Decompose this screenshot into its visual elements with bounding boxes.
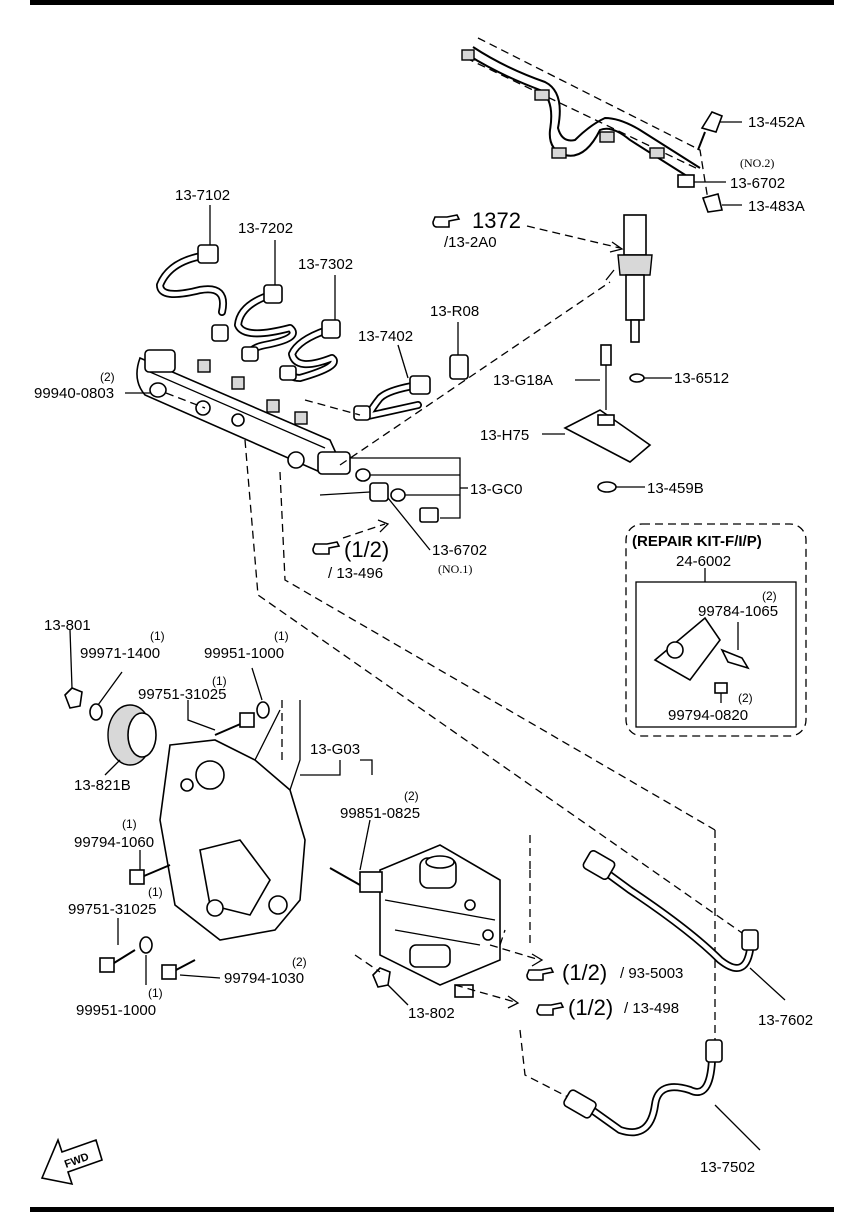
qty-99951-1000-a: (1) [274,629,289,643]
ref-13-498: / 13-498 [624,1000,679,1017]
pump-bracket-13-G03 [159,700,373,941]
qty-99951-1000-b: (1) [148,986,163,1000]
bolt-99794-1030 [161,959,221,980]
pulley-13-821B [104,704,157,776]
label-13-R08: 13-R08 [430,303,479,320]
label-13-7302: 13-7302 [298,256,353,273]
supply-pump [359,844,501,998]
nut-13-802 [354,954,409,1006]
label-13-7502: 13-7502 [700,1159,755,1176]
pointing-hand-icon [536,1002,565,1016]
bolt-99751-31025-b [99,918,136,973]
label-no2: (NO.2) [740,156,774,170]
qty-99794-1030: (2) [292,955,307,969]
qty-99971-1400: (1) [150,629,165,643]
label-13-G03: 13-G03 [310,741,360,758]
label-24-6002: 24-6002 [676,553,731,570]
label-13-7102: 13-7102 [175,187,230,204]
ref-half-13-496: (1/2) [344,537,389,562]
clamp-13-H75 [542,409,652,463]
label-13-483A: 13-483A [748,198,805,215]
label-13-802: 13-802 [408,1005,455,1022]
bolt-99794-1060 [129,850,171,885]
washer-99971-1400 [89,671,123,721]
washer-99951-1000-b [139,936,153,985]
label-13-G18A: 13-G18A [493,372,553,389]
label-13-6702-no1: 13-6702 [432,542,487,559]
label-13-H75: 13-H75 [480,427,529,444]
ref-13-2A0: /13-2A0 [444,234,497,251]
label-99971-1400: 99971-1400 [80,645,160,662]
nut-13-801 [64,629,83,709]
pressure-sensor-13-R08 [449,322,469,380]
label-13-452A: 13-452A [748,114,805,131]
qty-99784-1065: (2) [762,589,777,603]
label-99751-31025-b: 99751-31025 [68,901,156,918]
injector-reference-line [526,225,624,253]
label-no1: (NO.1) [438,562,472,576]
washer-13-459B [597,481,645,493]
label-13-7602: 13-7602 [758,1012,813,1029]
qty-99794-1060: (1) [122,817,137,831]
pump-dash-references [454,830,716,1099]
label-99951-1000-b: 99951-1000 [76,1002,156,1019]
fuel-rail [136,281,611,475]
ref-93-5003: / 93-5003 [620,965,683,982]
top-border [30,0,834,5]
label-13-6702-no2: 13-6702 [730,175,785,192]
qty-99940-0803: (2) [100,370,115,384]
ref-half-13-498: (1/2) [568,995,613,1020]
label-99794-1030: 99794-1030 [224,970,304,987]
bottom-border [30,1207,834,1212]
qty-99751-31025-b: (1) [148,885,163,899]
pipe-13-7502 [563,1039,761,1151]
label-99794-1060: 99794-1060 [74,834,154,851]
rail-pipe-dash-lines [244,439,746,936]
injector [605,214,653,343]
label-13-GC0: 13-GC0 [470,481,523,498]
washer-99940-0803 [125,382,206,409]
bolt-13-452A [697,111,742,151]
repair-kit-box [625,523,807,737]
ref-half-93-5003: (1/2) [562,960,607,985]
qty-99794-0820: (2) [738,691,753,705]
washer-13-6512 [629,373,672,383]
leak-pipe-13-G18A [575,344,612,410]
label-13-801: 13-801 [44,617,91,634]
label-13-7402: 13-7402 [358,328,413,345]
pointing-hand-icon [432,214,461,228]
label-13-6512: 13-6512 [674,370,729,387]
label-99794-0820: 99794-0820 [668,707,748,724]
pointing-hand-icon [312,541,341,555]
qty-99751-31025-a: (1) [212,674,227,688]
relief-valve-group-13-GC0 [319,457,468,551]
ref-1372: 1372 [472,208,521,233]
ref-13-496: / 13-496 [328,565,383,582]
label-13-459B: 13-459B [647,480,704,497]
label-13-821B: 13-821B [74,777,131,794]
pipe-13-7602 [582,850,786,1001]
repair-kit-title: (REPAIR KIT-F/I/P) [632,533,762,550]
label-99751-31025-a: 99751-31025 [138,686,226,703]
clamp-13-6702-no2 [677,174,726,188]
label-99951-1000-a: 99951-1000 [204,645,284,662]
washer-99951-1000-a [251,667,270,719]
label-13-7202: 13-7202 [238,220,293,237]
fwd-arrow-icon: FWD [40,1137,103,1186]
label-99784-1065: 99784-1065 [698,603,778,620]
injection-pipes [156,205,431,421]
qty-99851-0825: (2) [404,789,419,803]
clip-13-483A [701,193,742,213]
label-99851-0825: 99851-0825 [340,805,420,822]
label-99940-0803: 99940-0803 [34,385,114,402]
bolt-99751-31025-a [187,700,255,736]
injector-harness [461,37,709,201]
stud-99851-0825 [329,819,371,886]
pointing-hand-icon [526,967,555,981]
